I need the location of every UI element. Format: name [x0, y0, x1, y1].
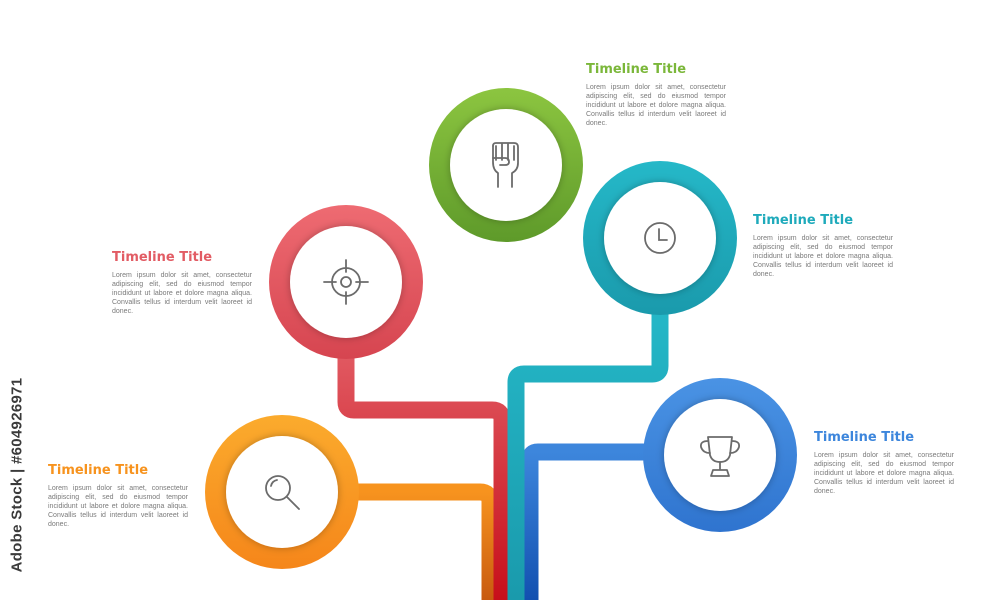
teal-description: Lorem ipsum dolor sit amet, consectetur … [753, 235, 893, 278]
blue-branch-connector [521, 443, 660, 600]
stock-watermark: Adobe Stock | #604926971 [2, 360, 32, 590]
red-text-block: Timeline Title Lorem ipsum dolor sit ame… [112, 250, 252, 316]
trophy-icon [699, 436, 741, 477]
red-timeline-node [269, 205, 423, 359]
orange-title: Timeline Title [48, 463, 149, 478]
watermark-text: Adobe Stock | #604926971 [8, 377, 26, 573]
orange-text-block: Timeline Title Lorem ipsum dolor sit ame… [48, 463, 188, 529]
orange-description: Lorem ipsum dolor sit amet, consectetur … [48, 485, 188, 528]
orange-branch-connector [340, 483, 499, 600]
red-title: Timeline Title [112, 250, 213, 265]
green-title: Timeline Title [586, 62, 687, 77]
teal-branch-connector [507, 300, 669, 600]
clock-icon [644, 222, 676, 254]
blue-timeline-node [643, 378, 797, 532]
red-branch-connector [337, 345, 511, 600]
blue-title: Timeline Title [814, 430, 915, 445]
teal-title: Timeline Title [753, 213, 854, 228]
green-text-block: Timeline Title Lorem ipsum dolor sit ame… [586, 62, 726, 128]
blue-description: Lorem ipsum dolor sit amet, consectetur … [814, 452, 954, 495]
red-description: Lorem ipsum dolor sit amet, consectetur … [112, 272, 252, 315]
teal-timeline-node [583, 161, 737, 315]
magnifier-icon [265, 475, 300, 510]
blue-text-block: Timeline Title Lorem ipsum dolor sit ame… [814, 430, 954, 496]
orange-timeline-node [205, 415, 359, 569]
green-description: Lorem ipsum dolor sit amet, consectetur … [586, 84, 726, 127]
teal-text-block: Timeline Title Lorem ipsum dolor sit ame… [753, 213, 893, 279]
green-timeline-node [429, 88, 583, 242]
raised-fist-icon [492, 142, 519, 188]
target-crosshair-icon [323, 259, 369, 305]
